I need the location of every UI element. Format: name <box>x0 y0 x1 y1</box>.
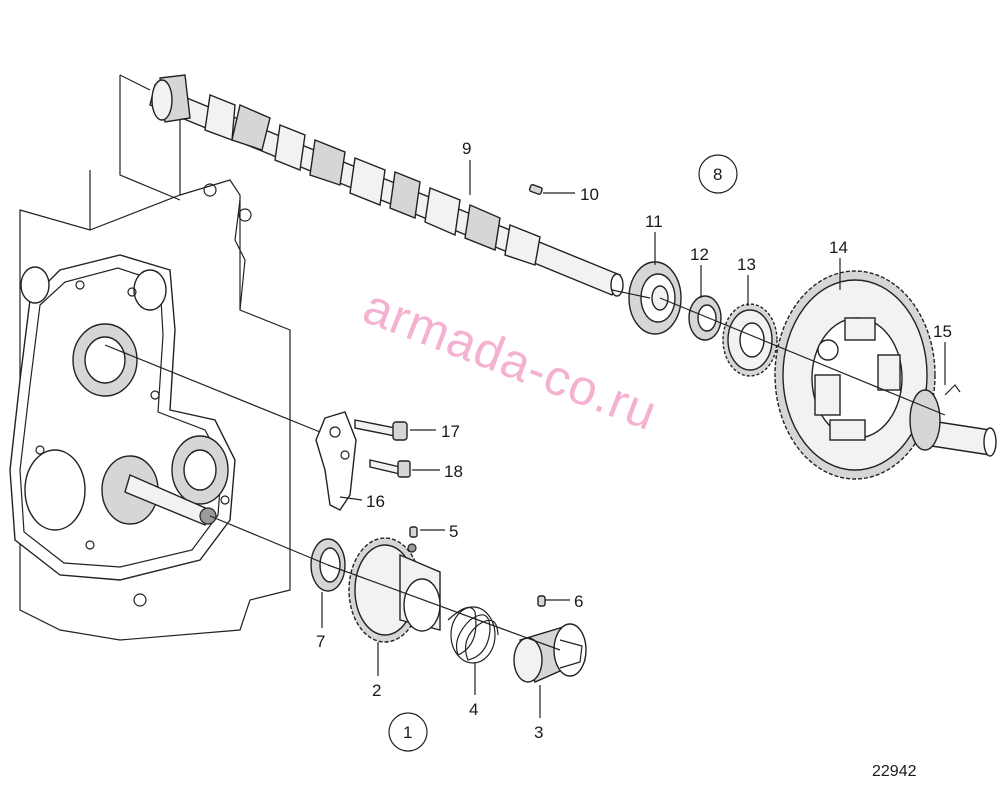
callout-12: 12 <box>690 245 709 264</box>
group-ref-1: 1 <box>388 712 428 752</box>
bracket <box>315 411 357 511</box>
callout-7: 7 <box>316 632 325 651</box>
oil-pump-gear <box>348 537 441 643</box>
spring <box>447 606 499 664</box>
callout-6: 6 <box>574 592 583 611</box>
group-ref-1-label: 1 <box>403 723 412 742</box>
pin-6 <box>537 595 546 607</box>
camshaft <box>119 74 624 297</box>
callout-9: 9 <box>462 139 471 158</box>
thrust-washer <box>688 295 722 341</box>
callout-17: 17 <box>441 422 460 441</box>
bolt-17 <box>354 419 408 441</box>
callout-3: 3 <box>534 723 543 742</box>
engine-block-housing <box>9 75 291 641</box>
leader-lines <box>321 160 946 718</box>
watermark: armada-co.ru <box>356 278 665 441</box>
camshaft-bearing <box>628 261 682 335</box>
callout-18: 18 <box>444 462 463 481</box>
callout-2: 2 <box>372 681 381 700</box>
callout-16: 16 <box>366 492 385 511</box>
callout-14: 14 <box>829 238 848 257</box>
pin-5 <box>409 526 418 538</box>
group-ref-8-label: 8 <box>713 165 722 184</box>
bolt-18 <box>369 459 411 478</box>
callout-11: 11 <box>645 212 663 231</box>
drive-sleeve <box>513 623 587 683</box>
callout-5: 5 <box>449 522 458 541</box>
assembly-axis-lines <box>104 289 946 651</box>
callout-4: 4 <box>469 700 478 719</box>
idler-stub-shaft <box>909 384 997 457</box>
figure-number: 22942 <box>872 763 917 780</box>
callout-15: 15 <box>933 322 952 341</box>
idler-gear <box>774 270 936 480</box>
woodruff-key <box>528 183 543 195</box>
group-ref-8: 8 <box>698 154 738 194</box>
callout-10: 10 <box>580 185 599 204</box>
callout-13: 13 <box>737 255 756 274</box>
small-gear <box>722 303 778 377</box>
